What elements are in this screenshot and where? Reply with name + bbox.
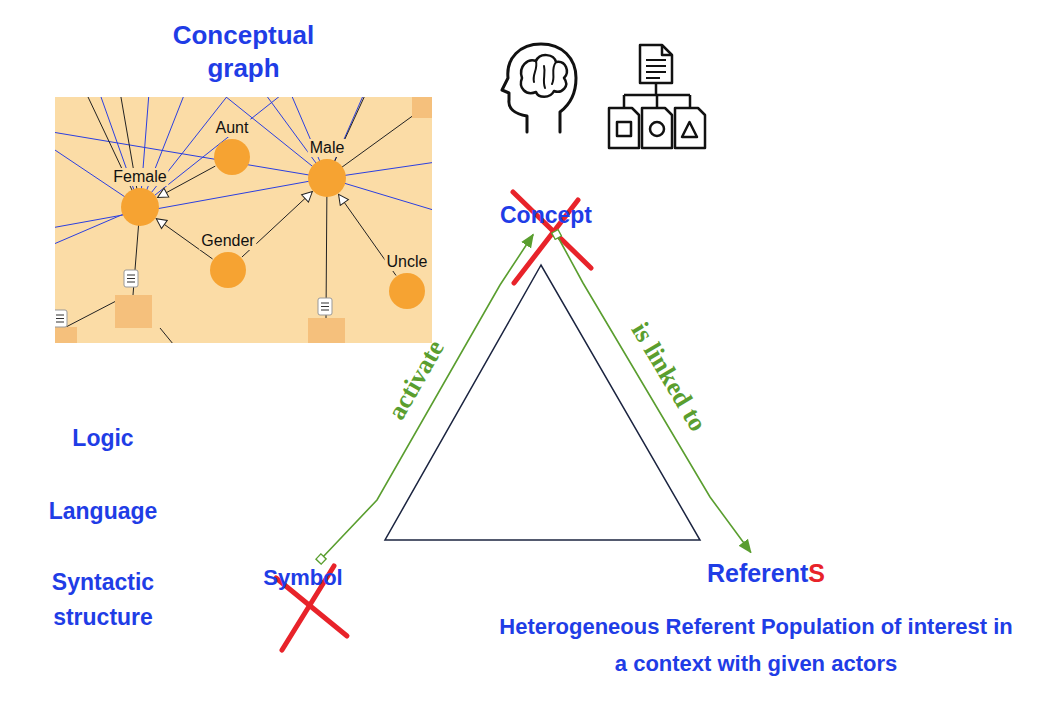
note-icon-body (55, 310, 67, 327)
circle-shape (210, 252, 246, 288)
head-outline (502, 44, 576, 132)
note-icon (124, 270, 138, 287)
relation-label: activate (381, 335, 450, 425)
graph-decoration (55, 97, 432, 343)
relation-label: is linked to (625, 317, 713, 437)
tree-connector (624, 83, 690, 108)
vertex-label: Concept (500, 201, 592, 230)
head-icon (502, 44, 576, 132)
circle-outline (214, 139, 250, 175)
circle-symbol (650, 122, 664, 136)
graph-line (205, 97, 327, 178)
circle-outline (389, 273, 425, 309)
note-icon-lines (56, 315, 64, 322)
circle-outline (210, 252, 246, 288)
brain-folds (534, 61, 556, 88)
document-shape (609, 108, 639, 148)
circle-outline (121, 188, 159, 226)
document-fold (662, 45, 672, 55)
side-label: Language (49, 497, 158, 526)
text-part: S (808, 559, 825, 587)
document-shape (640, 45, 672, 83)
circle-shape (214, 139, 250, 175)
document-tree-icon (609, 45, 705, 148)
document-shape (642, 108, 672, 148)
circle-shape (308, 159, 346, 197)
circle-label: Female (111, 168, 168, 186)
circle-shape (389, 273, 425, 309)
relation-arrow (557, 235, 751, 553)
vertex-label: Symbol (263, 564, 342, 592)
graph-line (55, 178, 327, 230)
panel-title: Conceptual graph (154, 19, 334, 85)
note-icon (318, 298, 332, 315)
document-lines (646, 60, 666, 78)
concept-circle: Female (121, 188, 159, 226)
circle-label: Uncle (385, 253, 430, 271)
triangle-symbol (682, 122, 697, 137)
note-icon-body (318, 298, 332, 315)
graph-square (308, 318, 345, 343)
concept-circle: Uncle (389, 273, 425, 309)
square-symbol (617, 122, 631, 136)
note-icon-lines (127, 275, 135, 282)
graph-square (115, 295, 152, 328)
triangle-vertex: Symbol (259, 562, 346, 594)
graph-line (55, 130, 327, 178)
side-label: Syntactic structure (33, 565, 173, 635)
referent-note: Heterogeneous Referent Population of int… (491, 608, 1021, 682)
circle-label: Gender (199, 232, 256, 250)
graph-line (66, 300, 118, 327)
circle-label: Male (308, 139, 347, 157)
graph-panel: Conceptual graphAuntMaleFemaleGenderUncl… (55, 97, 432, 343)
text-part: Referent (707, 559, 808, 587)
side-label: Logic (72, 424, 133, 453)
vertex-label: ReferentS (707, 558, 825, 589)
triangle-vertex: ReferentS (703, 556, 829, 591)
note-icon-body (124, 270, 138, 287)
graph-square (412, 97, 432, 118)
concept-circle: Gender (210, 252, 246, 288)
note-icon (55, 310, 67, 327)
triangle-vertex: Concept (496, 199, 596, 232)
circle-shape (121, 188, 159, 226)
circle-label: Aunt (214, 119, 251, 137)
circle-outline (308, 159, 346, 197)
graph-panel-ground (55, 97, 432, 343)
graph-line (160, 328, 178, 343)
concept-circle: Male (308, 159, 346, 197)
relation-arrow (321, 235, 533, 560)
graph-line (140, 97, 300, 207)
graph-square (55, 327, 77, 343)
document-shape (675, 108, 705, 148)
graph-line (326, 178, 327, 318)
concept-circle: Aunt (214, 139, 250, 175)
note-icon-lines (321, 303, 329, 310)
brain-outline (521, 55, 567, 97)
